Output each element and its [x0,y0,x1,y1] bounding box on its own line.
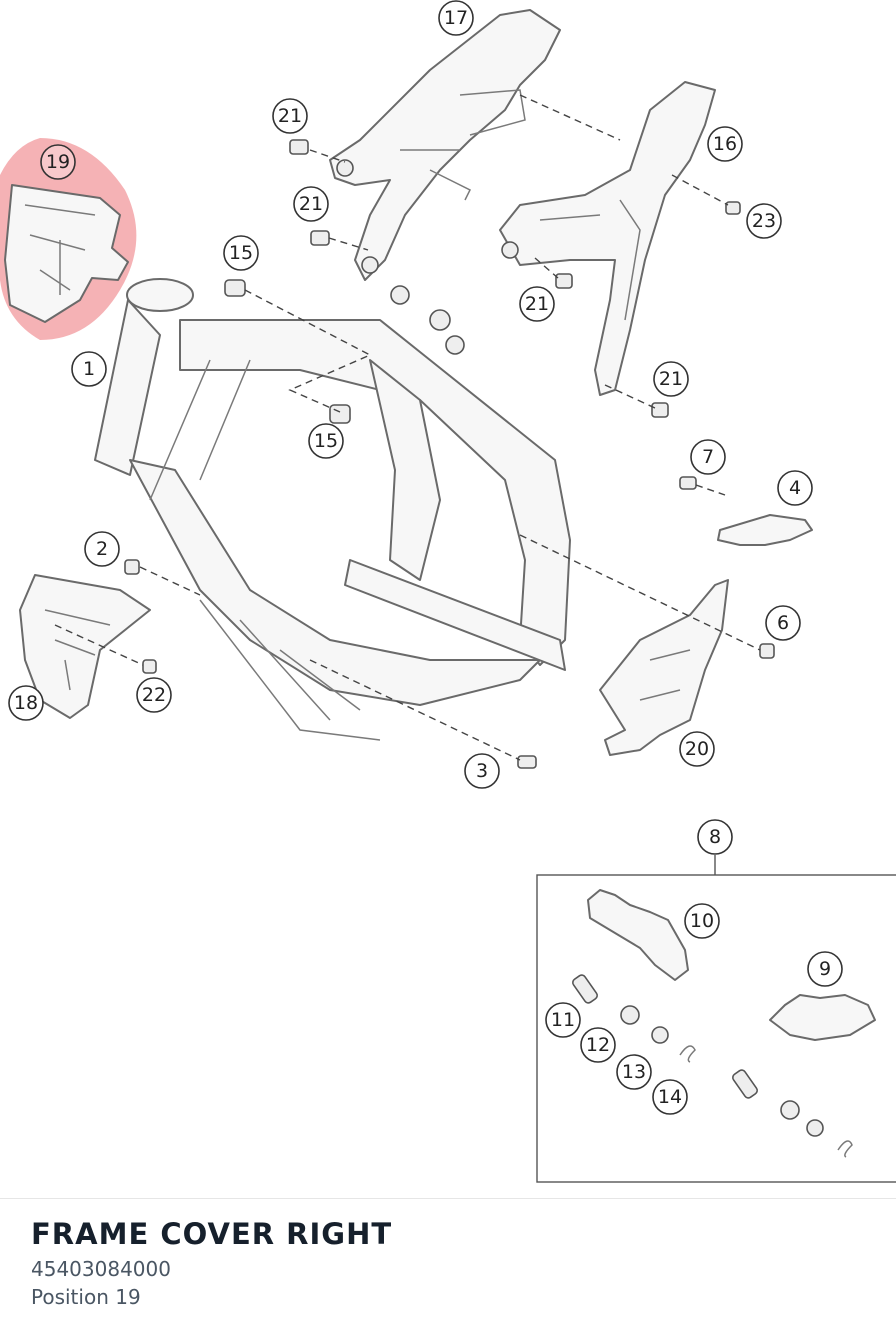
callout-8[interactable]: 8 [697,819,733,855]
svg-text:9: 9 [819,958,831,980]
callout-18[interactable]: 18 [8,685,44,721]
callout-16[interactable]: 16 [707,126,743,162]
callout-11[interactable]: 11 [545,1002,581,1038]
svg-text:21: 21 [278,105,302,127]
part-18-frame-guard[interactable] [19,574,151,719]
part-16-subframe-rear[interactable] [499,81,716,396]
part-20-side-piece[interactable] [599,579,729,756]
callout-15a[interactable]: 15 [223,235,259,271]
svg-text:7: 7 [702,446,714,468]
callout-10[interactable]: 10 [684,903,720,939]
svg-text:3: 3 [476,760,488,782]
callout-4[interactable]: 4 [777,470,813,506]
part-1-main-frame[interactable] [94,278,571,741]
svg-text:10: 10 [690,910,714,932]
part-4-slider[interactable] [717,514,813,546]
part-10-footpeg[interactable] [587,889,689,981]
callout-7[interactable]: 7 [690,439,726,475]
svg-text:23: 23 [752,210,776,232]
part-title: FRAME COVER RIGHT [31,1217,393,1251]
callout-6[interactable]: 6 [765,605,801,641]
callout-17[interactable]: 17 [438,0,474,36]
callout-20[interactable]: 20 [679,731,715,767]
svg-text:13: 13 [622,1061,646,1083]
svg-text:6: 6 [777,612,789,634]
exploded-parts-diagram: 1 2 3 4 6 7 8 9 10 11 12 13 14 15 15 16 … [0,0,896,1183]
svg-text:15: 15 [229,242,253,264]
callout-21b[interactable]: 21 [293,186,329,222]
svg-text:15: 15 [314,430,338,452]
part-number: 45403084000 [31,1257,171,1281]
callout-12[interactable]: 12 [580,1027,616,1063]
part-12-spring[interactable] [620,1005,640,1025]
callout-2[interactable]: 2 [84,531,120,567]
part-19-frame-cover-right[interactable] [4,184,129,323]
footpeg-kit-box [536,855,896,1183]
svg-text:19: 19 [46,151,70,173]
part-11-pin[interactable] [571,974,599,1005]
svg-text:14: 14 [658,1086,682,1108]
callout-21c[interactable]: 21 [519,286,555,322]
bolts-and-fasteners [124,139,775,769]
svg-text:11: 11 [551,1009,575,1031]
callout-14[interactable]: 14 [652,1079,688,1115]
callout-21a[interactable]: 21 [272,98,308,134]
part-info-panel: FRAME COVER RIGHT 45403084000 Position 1… [0,1198,896,1336]
svg-text:1: 1 [83,358,95,380]
svg-text:16: 16 [713,133,737,155]
svg-text:4: 4 [789,477,801,499]
callout-9[interactable]: 9 [807,951,843,987]
callout-3[interactable]: 3 [464,753,500,789]
callout-21d[interactable]: 21 [653,361,689,397]
callout-23[interactable]: 23 [746,203,782,239]
svg-text:20: 20 [685,738,709,760]
callout-13[interactable]: 13 [616,1054,652,1090]
svg-text:8: 8 [709,826,721,848]
svg-text:17: 17 [444,7,468,29]
callout-19[interactable]: 19 [40,144,76,180]
svg-text:2: 2 [96,538,108,560]
svg-text:12: 12 [586,1034,610,1056]
callout-15b[interactable]: 15 [308,423,344,459]
svg-text:21: 21 [659,368,683,390]
svg-text:18: 18 [14,692,38,714]
part-17-subframe[interactable] [329,9,561,281]
svg-text:21: 21 [299,193,323,215]
part-14-clip[interactable] [679,1045,696,1063]
part-9-footpeg[interactable] [769,994,876,1041]
part-position: Position 19 [31,1285,141,1309]
callout-1[interactable]: 1 [71,351,107,387]
svg-text:22: 22 [142,684,166,706]
assembly-lines [54,94,761,761]
svg-text:21: 21 [525,293,549,315]
callout-22[interactable]: 22 [136,677,172,713]
part-13-washer[interactable] [651,1026,669,1044]
